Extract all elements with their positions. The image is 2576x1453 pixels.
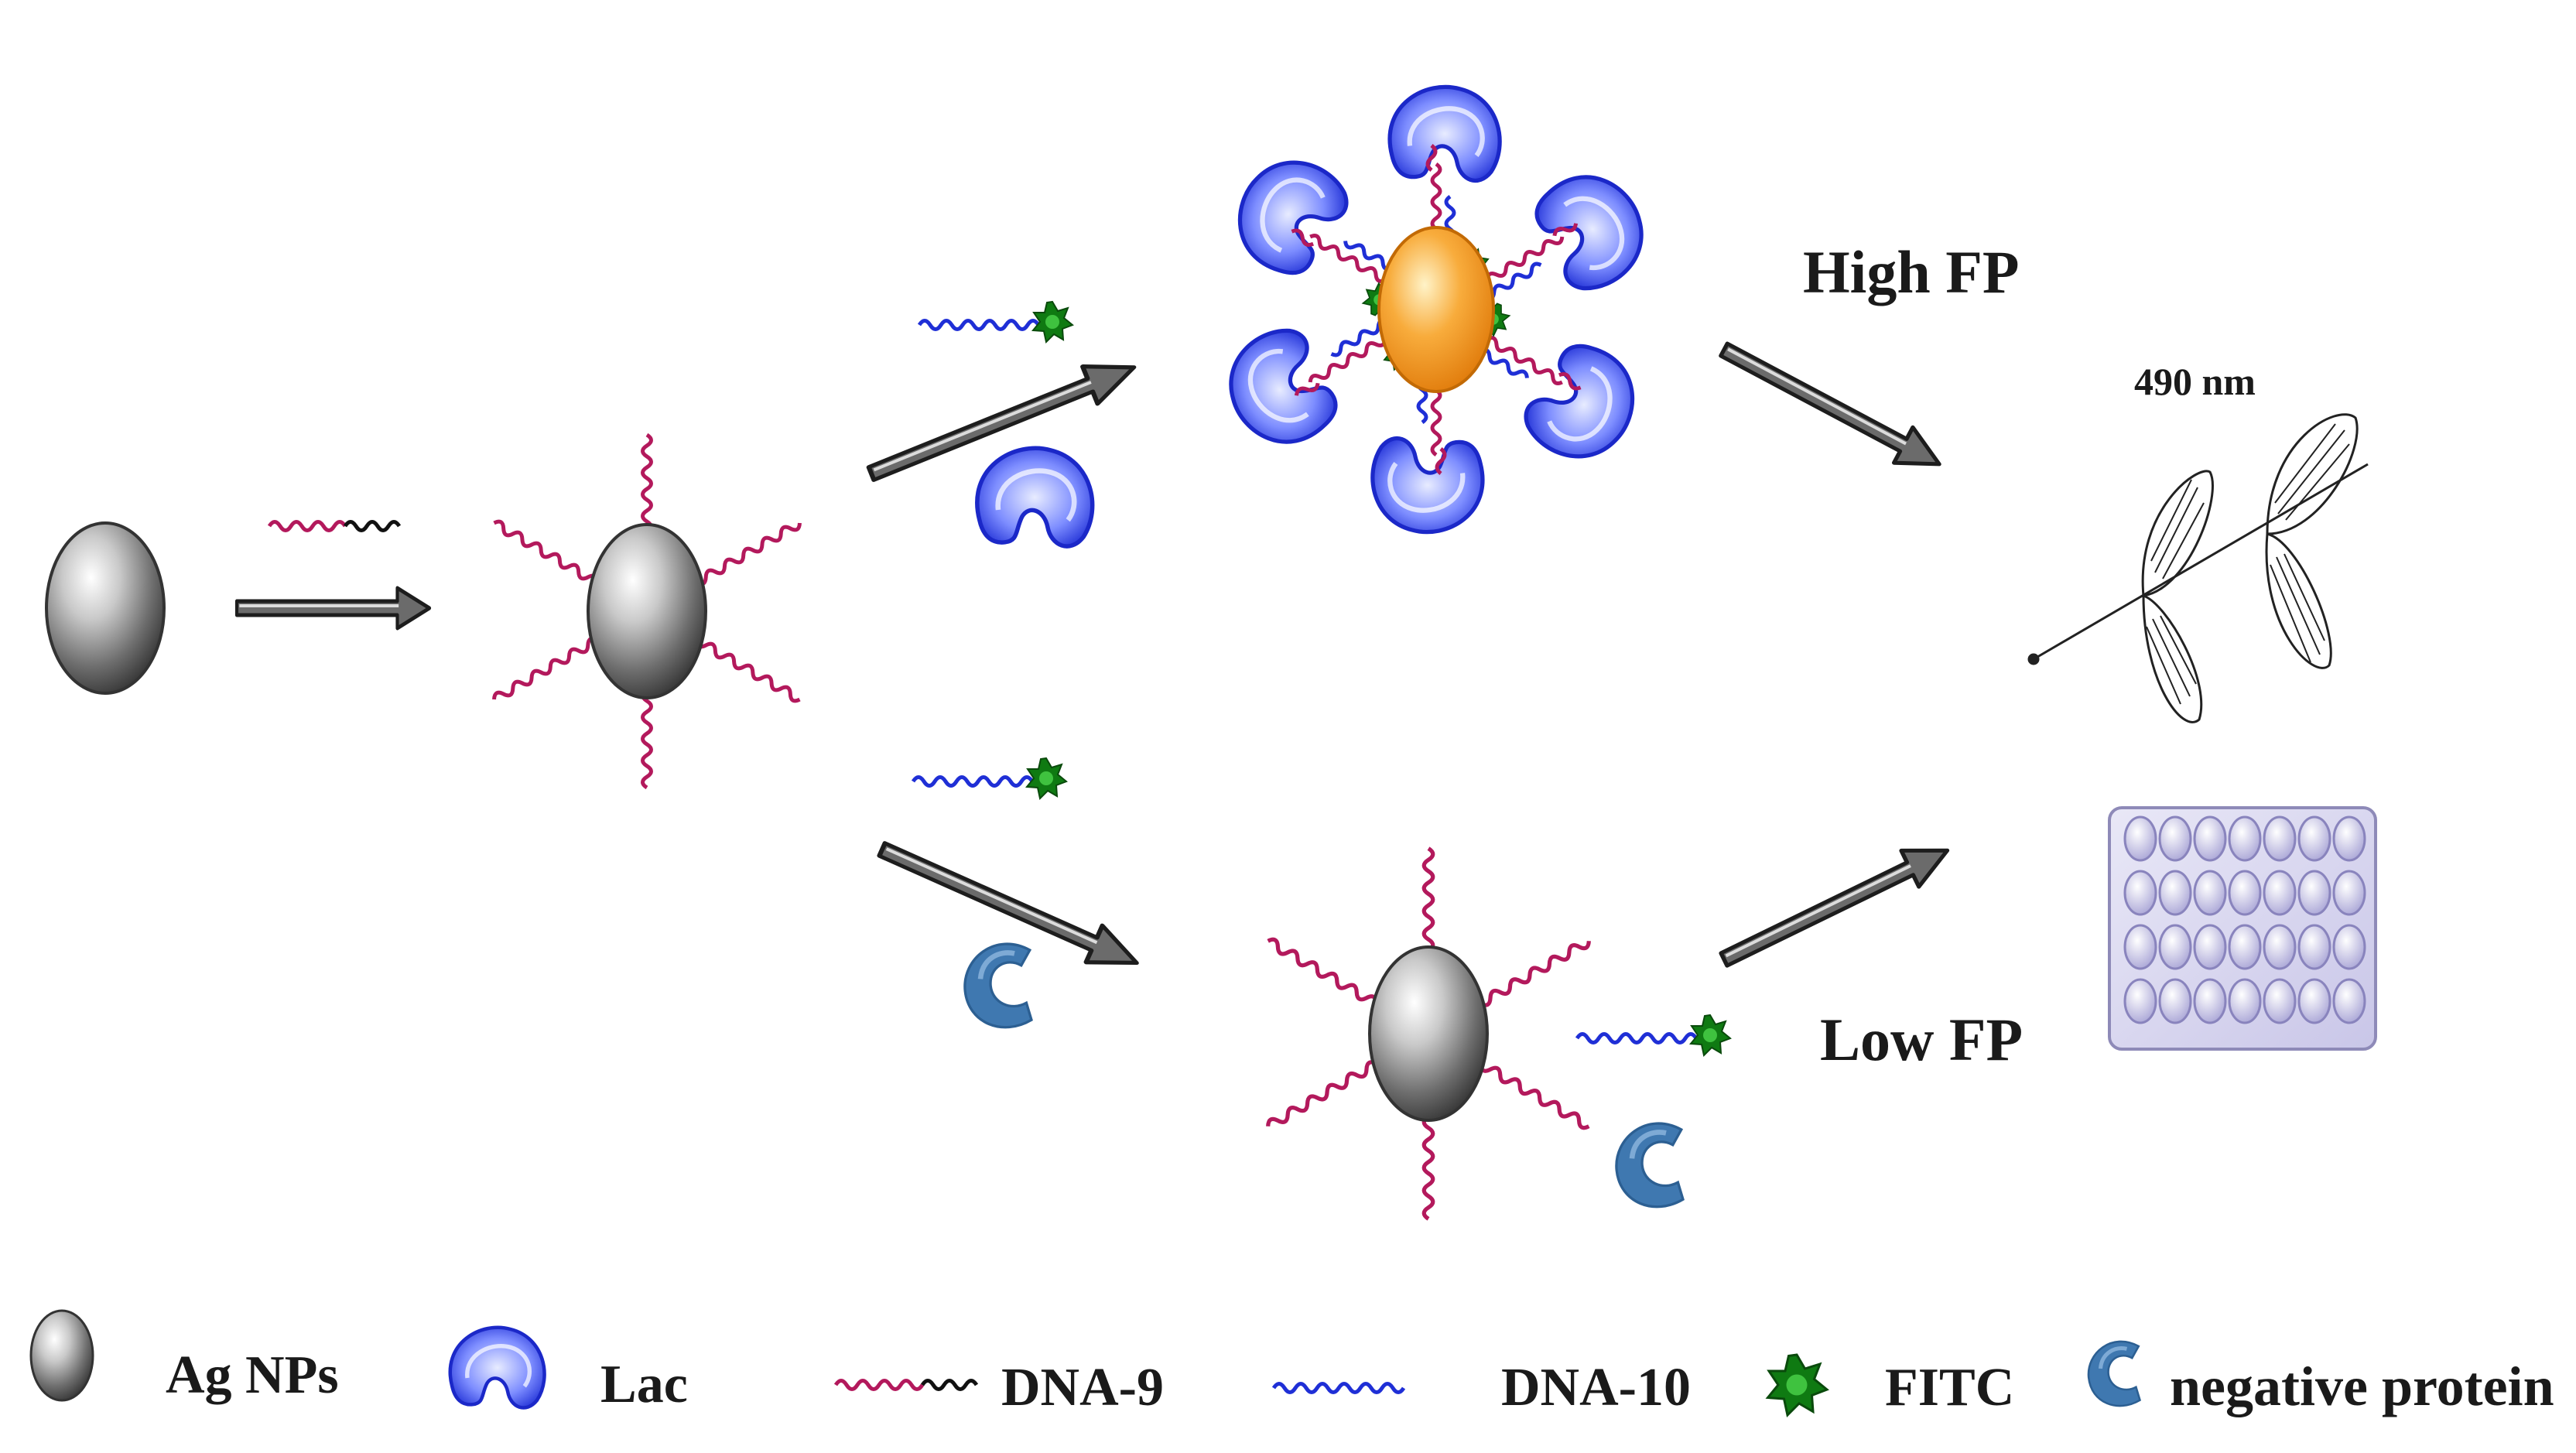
ag-nanoparticle — [45, 521, 166, 695]
lac-icon — [450, 1328, 545, 1408]
plate-well — [2123, 870, 2157, 916]
fitc-icon — [1767, 1353, 1829, 1417]
plate-well — [2193, 870, 2227, 916]
wavelength-label: 490 nm — [2134, 360, 2256, 403]
plate-well — [2158, 924, 2192, 970]
dna-10-fitc-lower — [913, 758, 1066, 798]
plate-well — [2158, 870, 2192, 916]
plate-well — [2297, 978, 2331, 1024]
legend-label: DNA-9 — [1001, 1358, 1164, 1417]
negative-protein-lower — [965, 944, 1031, 1027]
microplate-icon — [2108, 806, 2377, 1051]
dna-10-fitc-upper — [919, 302, 1072, 342]
dna-10-icon — [1271, 1382, 1406, 1394]
plate-well — [2297, 870, 2331, 916]
plate-well — [2193, 924, 2227, 970]
low-fp-label: Low FP — [1820, 1006, 2023, 1073]
plate-well — [2332, 870, 2366, 916]
negative-protein-icon — [2089, 1342, 2140, 1406]
plate-well — [2123, 815, 2157, 862]
legend-item-lac: Lac — [450, 1328, 688, 1414]
plate-well — [2123, 978, 2157, 1024]
legend: Ag NPs Lac DNA-9 DNA-10 FITC negative pr… — [29, 1309, 2554, 1417]
polarized-light-wave-icon — [2027, 413, 2369, 723]
ag-np-icon — [29, 1309, 94, 1402]
legend-item-dna-10: DNA-10 — [1271, 1358, 1691, 1417]
legend-label: FITC — [1885, 1358, 2014, 1417]
dna-9-icon — [833, 1379, 979, 1391]
ag-np-unbound-conjugate — [1266, 849, 1591, 1219]
legend-item-ag-nps: Ag NPs — [29, 1309, 339, 1405]
plate-well — [2228, 924, 2262, 970]
lac-bound-complex — [1212, 87, 1661, 532]
plate-well — [2158, 978, 2192, 1024]
legend-label: DNA-10 — [1501, 1358, 1691, 1417]
legend-label: Lac — [600, 1355, 688, 1414]
plate-well — [2332, 924, 2366, 970]
arrow-to-high-fp — [1715, 332, 1949, 482]
plate-well — [2332, 815, 2366, 862]
plate-well — [2193, 978, 2227, 1024]
plate-well — [2228, 978, 2262, 1024]
legend-label: negative protein — [2170, 1356, 2554, 1417]
arrow-1 — [237, 588, 429, 628]
plate-well — [2297, 815, 2331, 862]
free-dna-10-fitc — [1577, 1015, 1730, 1055]
dna-9-strand — [267, 520, 402, 532]
plate-well — [2263, 815, 2297, 862]
plate-well — [2332, 978, 2366, 1024]
legend-item-negative-protein: negative protein — [2089, 1342, 2554, 1417]
arrow-to-low-fp — [1716, 832, 1956, 977]
legend-item-fitc: FITC — [1767, 1353, 2014, 1417]
ag-np-dna9-conjugate — [492, 435, 802, 788]
plate-well — [2263, 978, 2297, 1024]
lac-protein-upper — [977, 448, 1093, 546]
plate-well — [2228, 870, 2262, 916]
high-fp-label: High FP — [1803, 238, 2020, 306]
legend-label: Ag NPs — [166, 1345, 339, 1405]
plate-well — [2263, 924, 2297, 970]
plate-well — [2297, 924, 2331, 970]
plate-well — [2123, 924, 2157, 970]
plate-well — [2193, 815, 2227, 862]
plate-well — [2158, 815, 2192, 862]
negative-protein-free — [1616, 1123, 1683, 1207]
plate-well — [2228, 815, 2262, 862]
legend-item-dna-9: DNA-9 — [833, 1358, 1164, 1417]
plate-well — [2263, 870, 2297, 916]
